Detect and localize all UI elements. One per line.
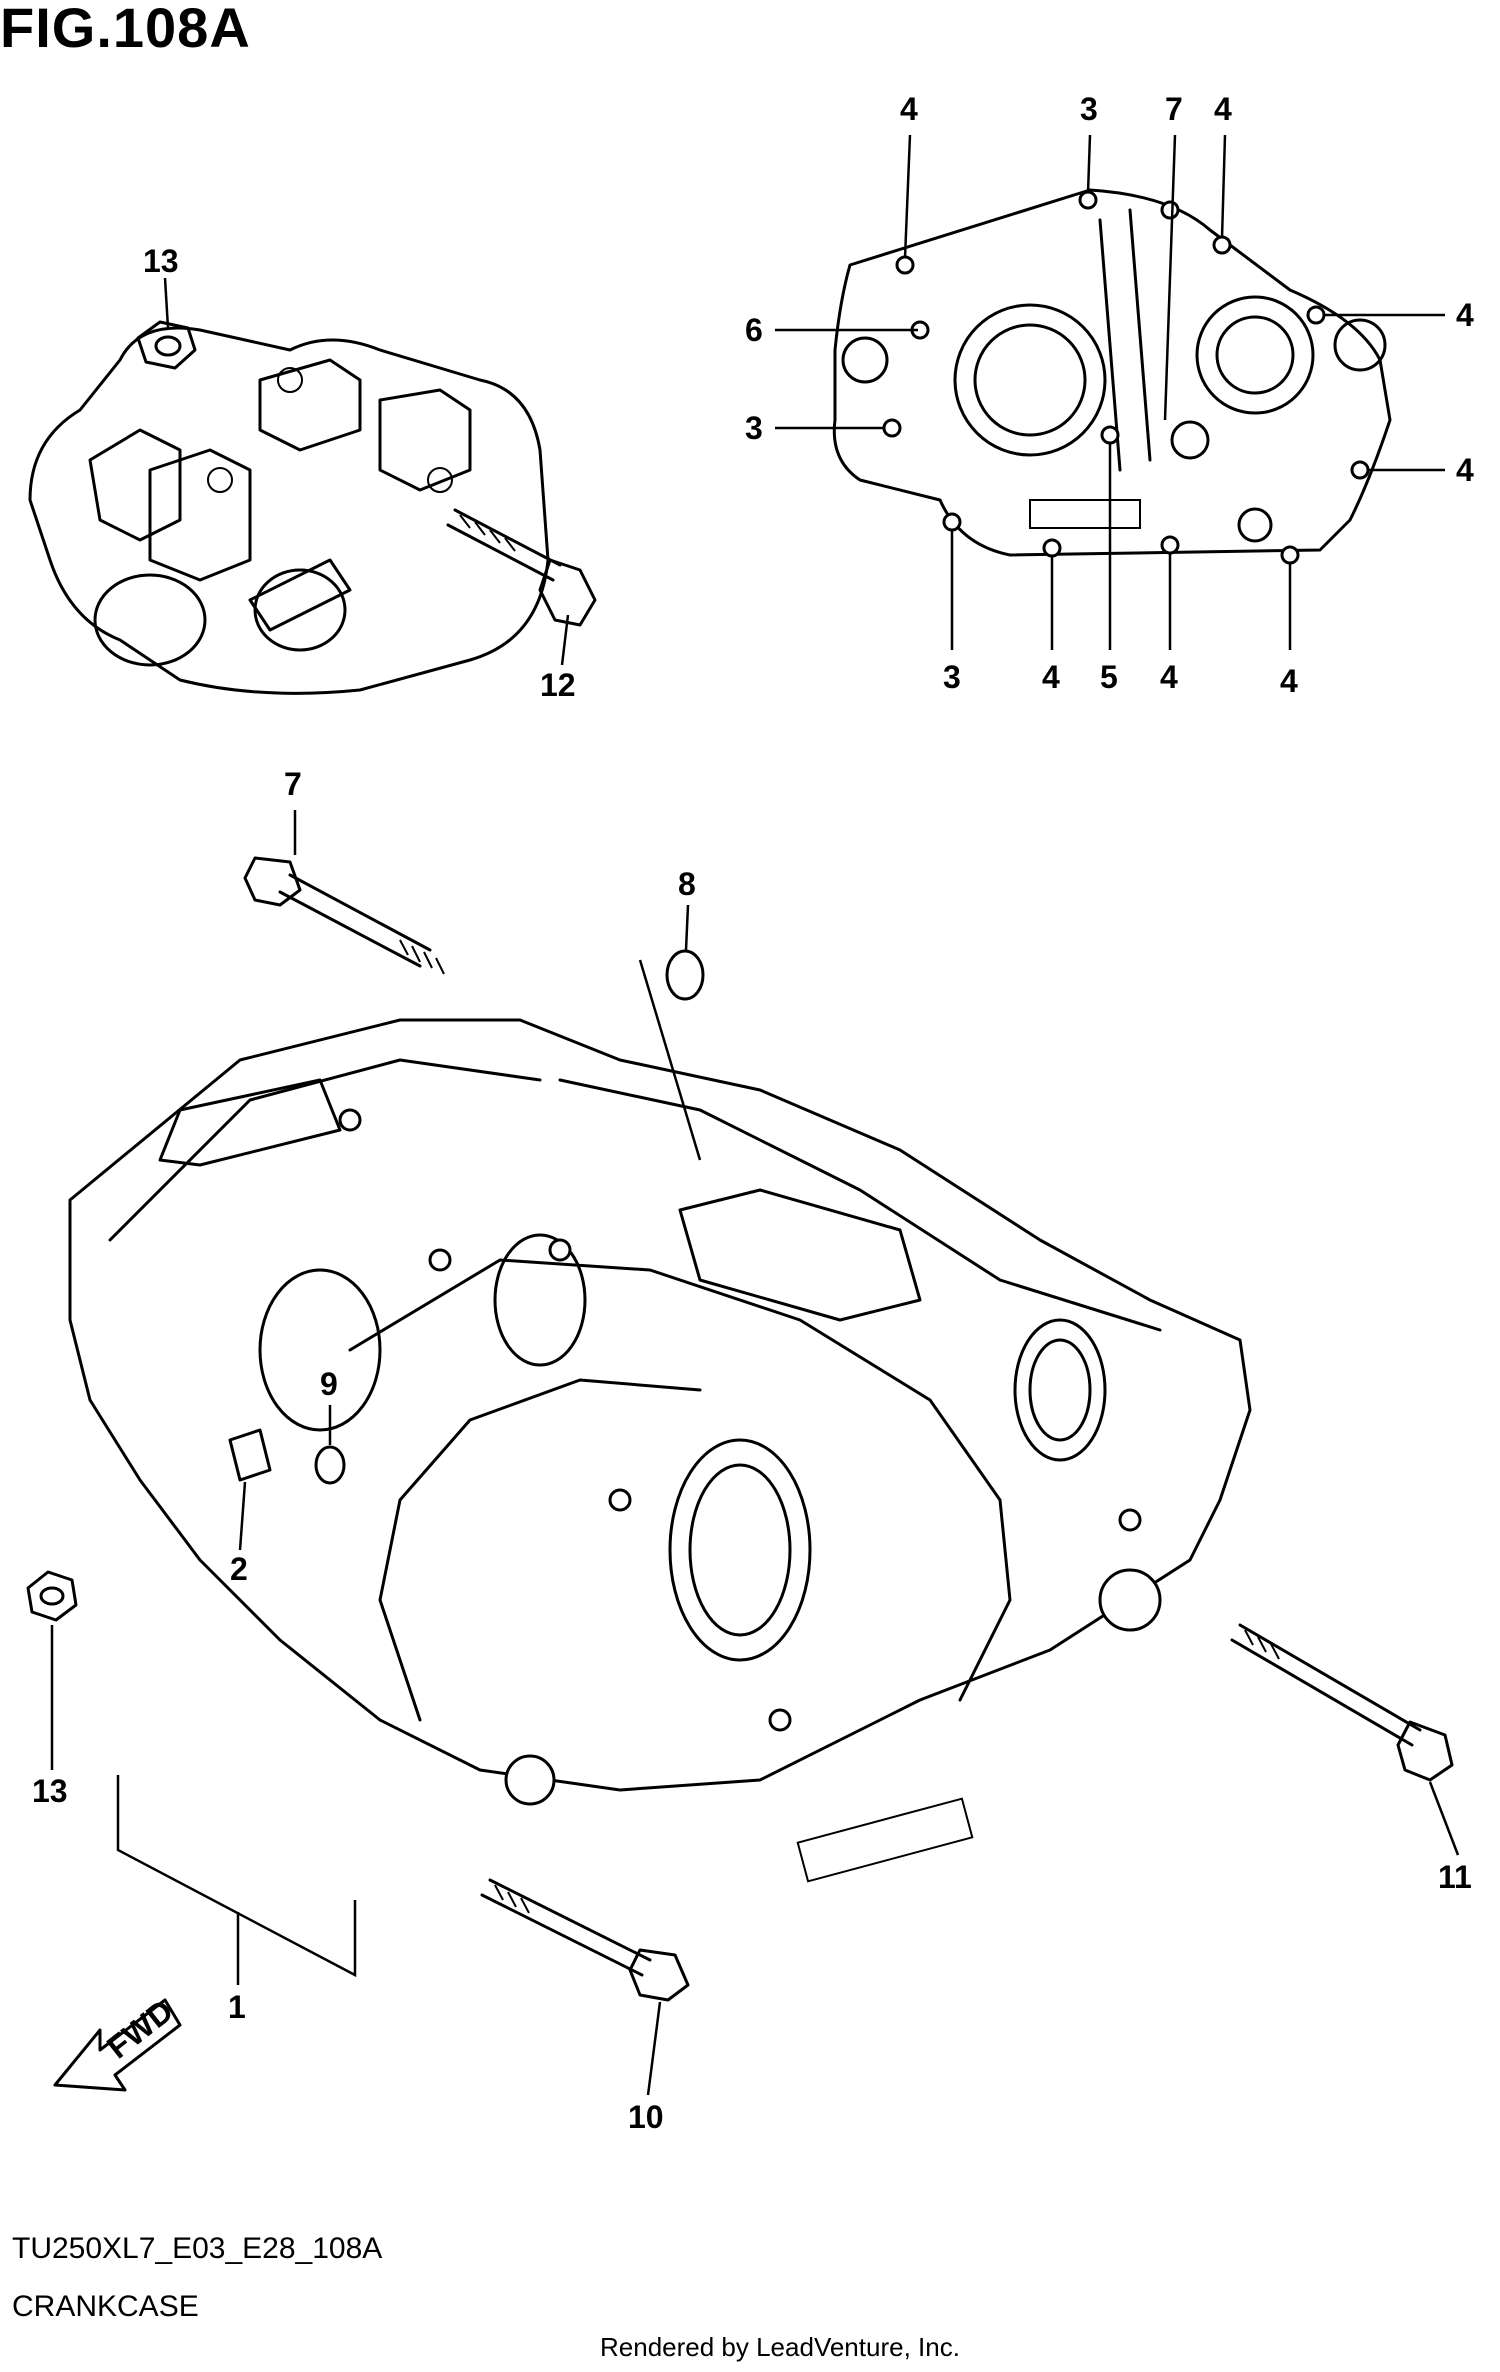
callout-13-top: 13 bbox=[143, 243, 179, 279]
callout-6: 6 bbox=[745, 312, 763, 348]
callout-3-bottom: 3 bbox=[943, 659, 961, 695]
callout-12: 12 bbox=[540, 667, 576, 703]
callout-1: 1 bbox=[228, 1989, 246, 2025]
leader-lines bbox=[50, 134, 1460, 2096]
callout-9: 9 bbox=[320, 1366, 338, 1402]
callouts: 13 12 4 3 7 4 4 4 6 3 3 4 5 4 4 7 8 9 2 … bbox=[32, 91, 1474, 2135]
callout-4-bottom-1: 4 bbox=[1042, 659, 1060, 695]
callout-4-right-upper: 4 bbox=[1456, 297, 1474, 333]
callout-5: 5 bbox=[1100, 659, 1118, 695]
callout-7-main: 7 bbox=[284, 766, 302, 802]
callout-10: 10 bbox=[628, 2099, 664, 2135]
callout-4-top-right: 4 bbox=[1214, 91, 1232, 127]
callout-7-top: 7 bbox=[1165, 91, 1183, 127]
fwd-arrow-icon: FWD bbox=[53, 1992, 182, 2092]
callout-4-bottom-2: 4 bbox=[1160, 659, 1178, 695]
callout-11: 11 bbox=[1438, 1859, 1472, 1895]
callout-4-bottom-3: 4 bbox=[1280, 663, 1298, 699]
callout-3-left: 3 bbox=[745, 410, 763, 446]
callout-4-top-left: 4 bbox=[900, 91, 918, 127]
section-name: CRANKCASE bbox=[12, 2290, 199, 2323]
callout-8: 8 bbox=[678, 866, 696, 902]
figure-title: FIG.108A bbox=[0, 0, 251, 59]
cylinder-head-illustration bbox=[28, 320, 597, 695]
crankcase-side-view-illustration bbox=[832, 188, 1392, 565]
callout-4-right-lower: 4 bbox=[1456, 452, 1474, 488]
callout-2: 2 bbox=[230, 1551, 248, 1587]
crankcase-main-illustration bbox=[26, 856, 1454, 2002]
render-credit: Rendered by LeadVenture, Inc. bbox=[600, 2332, 960, 2362]
callout-3-top: 3 bbox=[1080, 91, 1098, 127]
callout-13-bottom: 13 bbox=[32, 1773, 68, 1809]
diagram-code: TU250XL7_E03_E28_108A bbox=[12, 2232, 383, 2265]
